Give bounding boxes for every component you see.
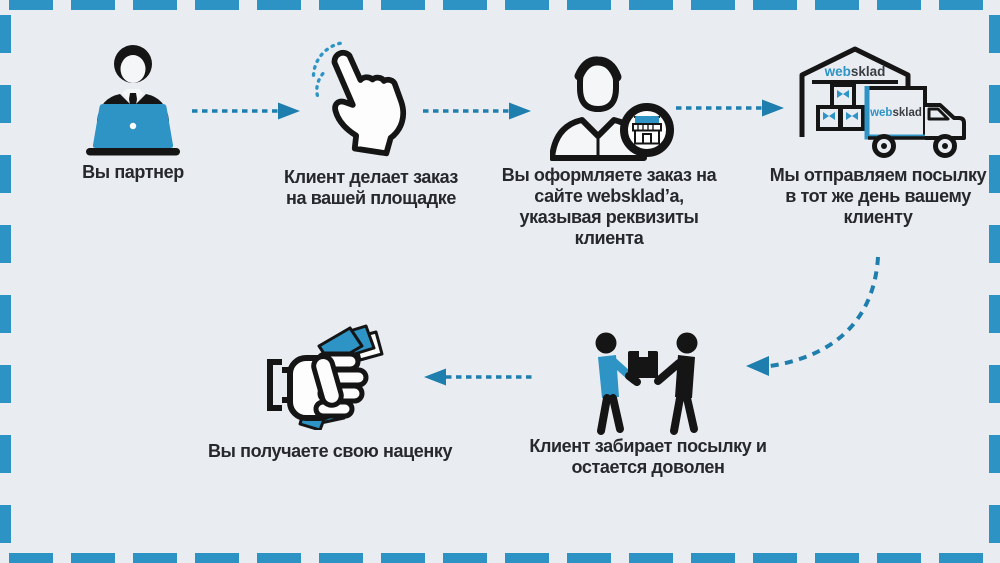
partner-laptop-icon bbox=[86, 45, 180, 156]
warehouse-truck-icon: websklad websklad bbox=[799, 46, 966, 158]
border-dash-right bbox=[989, 0, 1000, 563]
flow-arrow-3-right bbox=[676, 99, 784, 117]
border-dash-top bbox=[0, 0, 1000, 10]
money-fist-icon bbox=[267, 324, 384, 430]
border-dash-left bbox=[0, 0, 11, 563]
warehouse-brand-label: websklad bbox=[824, 64, 886, 79]
manager-storefront-icon bbox=[550, 56, 674, 161]
flow-arrow-5-left bbox=[424, 368, 532, 386]
flow-arrow-2-right bbox=[423, 102, 531, 120]
step-label-place-order: Вы оформляете заказ на сайте websklad’а,… bbox=[501, 165, 717, 248]
border-dash-bottom bbox=[0, 553, 1000, 563]
flow-arrow-1-right bbox=[192, 102, 300, 120]
flow-arrow-4-curved-down-left bbox=[746, 256, 880, 376]
step-label-partner: Вы партнер bbox=[82, 162, 184, 182]
step-label-margin: Вы получаете свою наценку bbox=[207, 441, 453, 461]
truck-brand-label: websklad bbox=[869, 107, 922, 119]
step-label-pickup: Клиент забирает посылку и остается довол… bbox=[529, 436, 767, 477]
handover-box-icon bbox=[595, 332, 698, 435]
step-label-ship: Мы отправляем посылку в тот же день ваше… bbox=[769, 165, 987, 227]
step-label-client-order: Клиент делает заказ на вашей площадке bbox=[284, 167, 458, 208]
tap-click-icon bbox=[311, 40, 407, 157]
